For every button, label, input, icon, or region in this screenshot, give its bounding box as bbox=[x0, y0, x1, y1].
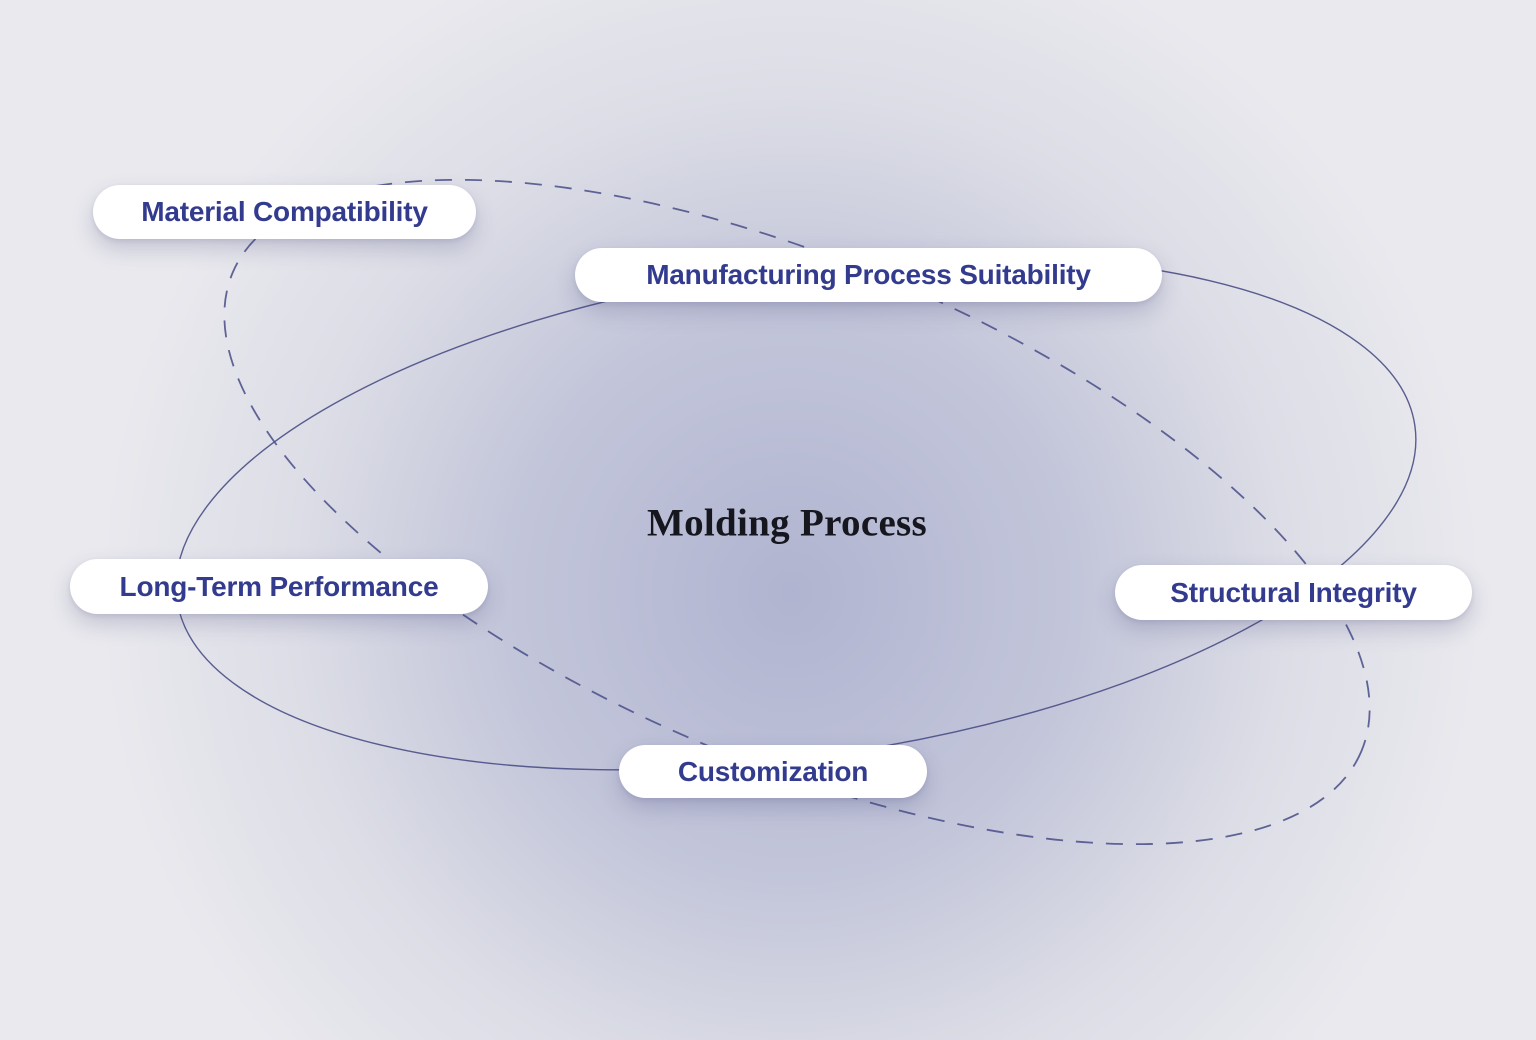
node-customization[interactable]: Customization bbox=[619, 745, 927, 798]
node-label: Long-Term Performance bbox=[119, 570, 439, 602]
node-long-term-performance[interactable]: Long-Term Performance bbox=[70, 559, 488, 614]
node-label: Structural Integrity bbox=[1170, 576, 1417, 608]
node-label: Manufacturing Process Suitability bbox=[646, 259, 1091, 290]
node-label: Customization bbox=[677, 755, 869, 787]
node-label: Material Compatibility bbox=[141, 196, 428, 227]
center-topic-title: Molding Process bbox=[646, 501, 928, 545]
node-manufacturing-process-suitability[interactable]: Manufacturing Process Suitability bbox=[575, 248, 1162, 302]
node-material-compatibility[interactable]: Material Compatibility bbox=[93, 185, 476, 239]
node-structural-integrity[interactable]: Structural Integrity bbox=[1115, 565, 1472, 620]
dashed-orbit-ellipse bbox=[223, 178, 1371, 846]
